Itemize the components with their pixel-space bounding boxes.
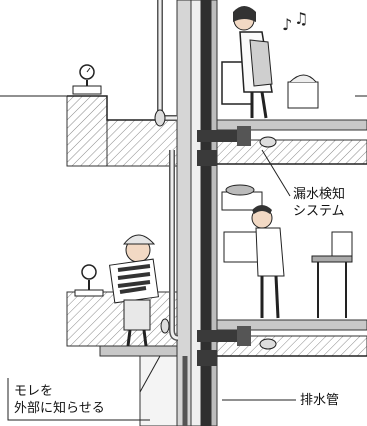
- table: [312, 256, 352, 262]
- chair: [332, 232, 352, 256]
- notify-line1: モレを: [14, 383, 105, 400]
- svg-text:♪: ♪: [282, 15, 292, 34]
- gauge-icon: [75, 265, 103, 296]
- svg-text:♫: ♫: [294, 9, 308, 28]
- leak-detection-line1: 漏水検知: [293, 186, 345, 203]
- notify-line2: 外部に知らせる: [14, 400, 105, 417]
- leak-sensor: [260, 137, 276, 147]
- leak-sensor: [260, 339, 276, 349]
- tablet: [110, 259, 159, 303]
- drain-pipe-label: 排水管: [300, 392, 339, 409]
- music-note-icon: ♪ ♫: [282, 9, 308, 34]
- gauge-icon: [73, 65, 101, 94]
- laundry-basket: [288, 82, 318, 108]
- notify-label: モレを 外部に知らせる: [14, 383, 105, 417]
- leak-detection-label: 漏水検知 システム: [293, 186, 345, 220]
- leak-detection-line2: システム: [293, 203, 345, 220]
